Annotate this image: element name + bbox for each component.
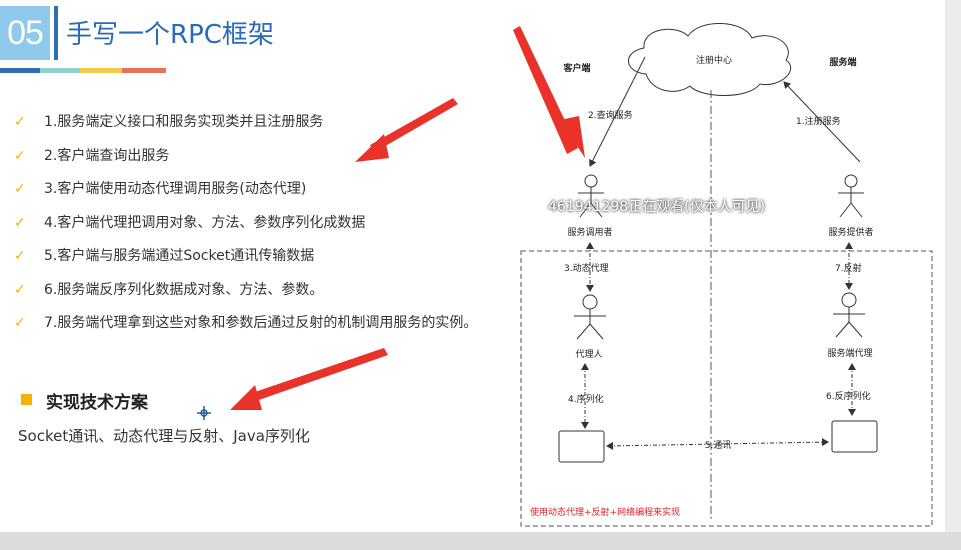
step-text: 1.服务端定义接口和服务实现类并且注册服务 [44,114,324,130]
step-item: ✓ 2.客户端查询出服务 [14,140,504,174]
section-square-icon [21,394,32,405]
check-icon: ✓ [14,114,26,130]
step-text: 2.客户端查询出服务 [44,147,170,164]
step-text: 3.客户端使用动态代理调用服务(动态代理) [44,181,307,197]
step-item: ✓ 6.服务端反序列化数据成对象、方法、参数。 [14,274,504,308]
section-description: Socket通讯、动态代理与反射、Java序列化 [18,427,310,445]
section-title: 实现技术方案 [46,393,148,413]
step-text: 6.服务端反序列化数据成对象、方法、参数。 [44,281,324,298]
accent-line-teal [40,68,80,73]
check-icon: ✓ [14,214,26,231]
window-edge [945,0,961,550]
accent-line-blue [0,68,40,73]
step-item: ✓ 3.客户端使用动态代理调用服务(动态代理) [14,173,504,207]
check-icon: ✓ [14,147,26,164]
step-item: ✓ 1.服务端定义接口和服务实现类并且注册服务 [14,106,504,140]
accent-line-yellow [80,68,122,73]
check-icon: ✓ [14,181,26,197]
step-text: 7.服务端代理拿到这些对象和参数后通过反射的机制调用服务的实例。 [44,315,478,331]
check-icon: ✓ [14,248,26,264]
step-item: ✓ 5.客户端与服务端通过Socket通讯传输数据 [14,240,504,274]
check-icon: ✓ [14,281,26,298]
viewer-notice: 461941298正在观看(仅本人可见) [548,199,766,215]
step-item: ✓ 7.服务端代理拿到这些对象和参数后通过反射的机制调用服务的实例。 [14,307,504,341]
slide-title: 手写一个RPC框架 [66,20,274,50]
step-text: 5.客户端与服务端通过Socket通讯传输数据 [44,248,315,264]
check-icon: ✓ [14,315,26,331]
step-item: ✓ 4.客户端代理把调用对象、方法、参数序列化成数据 [14,207,504,241]
accent-line-red [122,68,166,73]
step-text: 4.客户端代理把调用对象、方法、参数序列化成数据 [44,214,366,231]
steps-list: ✓ 1.服务端定义接口和服务实现类并且注册服务 ✓ 2.客户端查询出服务 ✓ 3.客户… [14,106,504,341]
bottom-bar [0,532,961,550]
slide-number: 05 [0,6,50,60]
header-divider [54,6,58,60]
